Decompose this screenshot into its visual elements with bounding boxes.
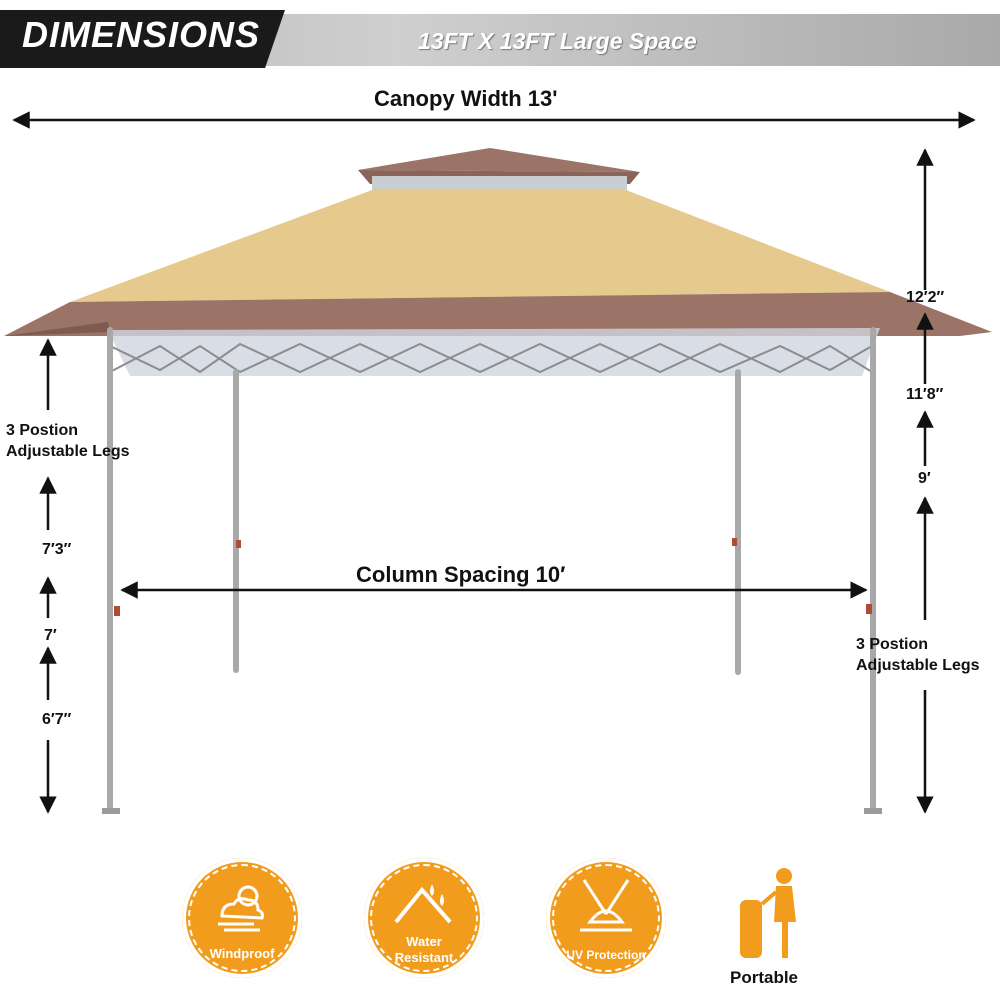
canopy-trim bbox=[4, 292, 992, 336]
header-title: DIMENSIONS bbox=[22, 14, 261, 55]
adjustable-legs-right-line1: 3 Postion bbox=[856, 636, 929, 653]
header-subtitle: 13FT X 13FT Large Space bbox=[418, 28, 697, 54]
windproof-badge: Windproof bbox=[182, 858, 302, 978]
leg-foot-right bbox=[864, 808, 882, 814]
truss-frame bbox=[109, 342, 873, 374]
canopy-legs bbox=[107, 327, 876, 813]
water-resistant-line1: Water bbox=[406, 934, 442, 949]
leg-height-low-label: 6′7″ bbox=[42, 711, 72, 728]
uv-protection-badge: UV Protection bbox=[546, 858, 666, 978]
windproof-icon bbox=[218, 885, 264, 932]
leg-clip-right bbox=[866, 604, 872, 614]
leg-clip-inner-right bbox=[732, 538, 737, 546]
canopy-vent-roof bbox=[358, 148, 640, 172]
adjustable-legs-right-line2: Adjustable Legs bbox=[856, 657, 980, 674]
height-top-label: 12′2″ bbox=[906, 289, 945, 306]
water-resistant-line2: Resistant bbox=[394, 950, 454, 965]
water-drop-icon bbox=[394, 884, 452, 924]
canopy-width-label: Canopy Width 13' bbox=[374, 86, 558, 111]
portable-icon bbox=[740, 868, 796, 958]
uv-shield-icon bbox=[580, 879, 632, 932]
leg-clip-inner-left bbox=[236, 540, 241, 548]
leg-height-high-label: 7′3″ bbox=[42, 541, 72, 558]
water-resistant-badge: Water Resistant bbox=[364, 858, 484, 978]
leg-clip-left bbox=[114, 606, 120, 616]
canopy-underside bbox=[108, 328, 880, 376]
canopy-trim-edge bbox=[4, 322, 110, 336]
canopy-top bbox=[70, 190, 890, 302]
column-spacing-label: Column Spacing 10′ bbox=[356, 562, 566, 587]
leg-height-mid-label: 7′ bbox=[44, 627, 57, 644]
height-mid-label: 11′8″ bbox=[906, 386, 944, 403]
uv-protection-label: UV Protection bbox=[566, 948, 646, 962]
adjustable-legs-left-line1: 3 Postion bbox=[6, 422, 79, 439]
windproof-label: Windproof bbox=[209, 946, 275, 961]
portable-label: Portable bbox=[730, 968, 799, 987]
header-title-box bbox=[0, 10, 285, 68]
height-low-label: 9′ bbox=[918, 470, 931, 487]
adjustable-legs-left-line2: Adjustable Legs bbox=[6, 443, 130, 460]
leg-foot-left bbox=[102, 808, 120, 814]
canopy-vent-mesh bbox=[372, 176, 627, 192]
